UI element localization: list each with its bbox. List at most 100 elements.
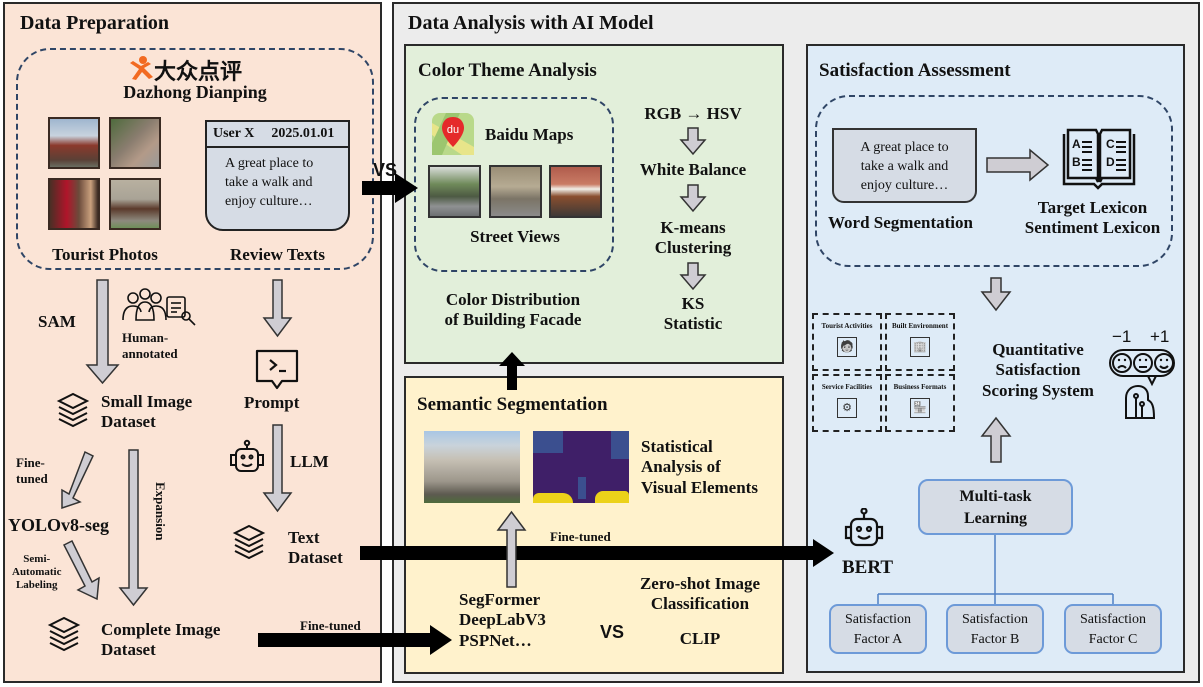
arrow-step-2: [679, 184, 707, 213]
fine-tuned-label-mid: Fine-tuned: [550, 529, 611, 544]
factor-line: Satisfaction: [961, 612, 1029, 627]
multitask-learning-box: Multi-task Learning: [918, 479, 1073, 535]
step-kmeans: K-means Clustering: [654, 218, 732, 258]
factor-line: Factor A: [853, 632, 903, 647]
review-line: A great place to: [860, 140, 949, 155]
category-label: Business Formats: [893, 383, 947, 391]
review-line: take a walk and: [860, 159, 949, 174]
step-ks-statistic: KS Statistic: [663, 294, 723, 334]
scale-min-label: −1: [1112, 327, 1132, 346]
review-date: 2025.01.01: [271, 126, 335, 141]
llm-robot-icon: [230, 439, 264, 472]
segmentation-models-label: SegFormer DeepLabV3 PSPNet…: [459, 590, 546, 650]
category-label: Built Environment: [891, 322, 949, 330]
street-view-1: [428, 165, 481, 218]
multitask-connectors: [877, 535, 1114, 604]
factor-line: Factor C: [1088, 632, 1138, 647]
sam-label: SAM: [38, 312, 76, 331]
category-icon: 🧑: [837, 337, 857, 357]
tourist-photo-4: [109, 178, 161, 230]
arrow-image-to-segformer: [258, 625, 452, 655]
baidu-icon-text: du: [447, 124, 459, 136]
prompt-terminal-icon: [255, 349, 299, 390]
category-box: Service Facilities ⚙: [812, 374, 882, 432]
segmentation-mask: [533, 431, 629, 503]
dazhong-source-group: [16, 48, 374, 270]
multitask-line: Learning: [963, 510, 1028, 527]
street-view-3: [549, 165, 602, 218]
color-theme-title: Color Theme Analysis: [418, 60, 597, 81]
lexicon-letter: B: [1072, 155, 1081, 169]
arrow-review-to-prompt: [262, 279, 293, 338]
review-card-header: User X 2025.01.01: [207, 122, 348, 148]
review-line: take a walk and: [225, 175, 313, 190]
step-rgb-hsv: RGB → HSV: [644, 104, 742, 123]
review-line: enjoy culture…: [225, 194, 313, 209]
bert-label: BERT: [842, 557, 894, 578]
dianping-logo-text: 大众点评: [154, 59, 243, 84]
scoring-system-label: Quantitative Satisfaction Scoring System: [982, 340, 1094, 400]
factor-line: Satisfaction: [844, 612, 912, 627]
step-white-balance: White Balance: [639, 160, 747, 179]
category-box: Tourist Activities🧑: [812, 313, 882, 371]
review-line: A great place to: [225, 156, 314, 171]
semantic-segmentation-panel: [404, 376, 784, 674]
semantic-segmentation-title: Semantic Segmentation: [417, 394, 608, 415]
clip-label: CLIP: [679, 629, 721, 648]
lexicon-book-icon: A C B D: [1062, 128, 1136, 190]
category-box: Business Formats 🏪: [885, 374, 955, 432]
vs-label-segmentation: VS: [600, 622, 625, 642]
arrow-review-to-lexicon: [986, 148, 1050, 182]
satisfaction-title: Satisfaction Assessment: [819, 60, 1011, 81]
complete-image-dataset-label: Complete Image Dataset: [101, 620, 221, 660]
color-distribution-label: Color Distribution of Building Facade: [444, 290, 582, 330]
data-analysis-title: Data Analysis with AI Model: [408, 12, 654, 34]
statistical-analysis-label: Statistical Analysis of Visual Elements: [641, 437, 758, 497]
tourist-photo-1: [48, 117, 100, 169]
lexicon-letter: A: [1072, 137, 1081, 151]
yolo-label: YOLOv8-seg: [8, 515, 109, 535]
small-image-dataset-label: Small Image Dataset: [101, 392, 193, 432]
prompt-label: Prompt: [244, 393, 300, 412]
review-texts-label: Review Texts: [230, 245, 325, 264]
review-card: User X 2025.01.01 A great place to take …: [205, 120, 350, 231]
lexicon-letter: C: [1106, 137, 1115, 151]
dianping-logo-icon: [130, 56, 153, 80]
zero-shot-label: Zero-shot Image Classification: [639, 574, 761, 614]
word-segmentation-label: Word Segmentation: [828, 213, 973, 232]
arrow-finetuned-yolo: [61, 450, 94, 510]
human-annotators-icon: [122, 288, 167, 321]
semi-automatic-labeling-label: Semi- Automatic Labeling: [12, 553, 62, 592]
building-photo: [424, 431, 520, 503]
category-box: Built Environment 🏢: [885, 313, 955, 371]
review-user: User X: [213, 126, 255, 141]
category-icon: ⚙: [837, 398, 857, 418]
factor-line: Factor B: [970, 632, 1020, 647]
lexicon-letter: D: [1106, 155, 1115, 169]
vs-label-top: VS: [373, 160, 398, 180]
review-line: enjoy culture…: [860, 178, 949, 193]
arrow-text-to-bert: [360, 539, 834, 567]
segmentation-review-card: A great place to take a walk and enjoy c…: [832, 128, 977, 203]
category-icon: 🏪: [910, 398, 930, 418]
lexicon-label: Target Lexicon Sentiment Lexicon: [1024, 198, 1161, 238]
category-label: Service Facilities: [821, 383, 873, 391]
category-icon: 🏢: [910, 337, 930, 357]
arrow-multitask-to-scoring: [980, 416, 1012, 463]
arrow-semi-auto: [62, 539, 100, 601]
satisfaction-scale-icon: [1109, 349, 1175, 419]
document-search-icon: [166, 296, 196, 326]
scale-max-label: +1: [1150, 327, 1170, 346]
llm-label: LLM: [290, 452, 329, 471]
tourist-photos-label: Tourist Photos: [52, 245, 158, 264]
street-views-group: [414, 97, 614, 272]
text-dataset-label: Text Dataset: [288, 528, 343, 568]
arrow-seg-to-color: [499, 352, 525, 390]
arrow-segformer-up: [496, 510, 527, 588]
arrow-llm: [262, 424, 293, 513]
tourist-photo-2: [109, 117, 161, 169]
